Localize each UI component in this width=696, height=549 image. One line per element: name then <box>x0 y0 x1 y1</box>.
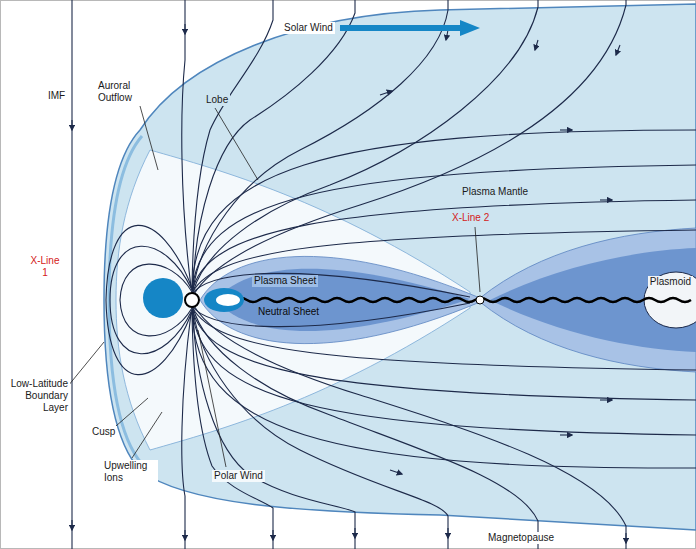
field-arrow <box>71 120 72 130</box>
x-line-label: X-Line 1 <box>26 255 64 279</box>
field-line <box>182 0 191 287</box>
leader-line <box>116 398 148 426</box>
field-arrow <box>71 520 72 530</box>
boundary-label: Magnetopause <box>486 532 556 544</box>
leader-line <box>140 106 158 170</box>
field-line <box>192 165 696 291</box>
region-label: Plasma Sheet <box>252 275 318 287</box>
region-label: Neutral Sheet <box>256 306 321 318</box>
region-label: Lobe <box>204 94 230 106</box>
region-label: Plasma Mantle <box>460 186 530 198</box>
field-arrow <box>560 434 572 435</box>
field-arrow <box>447 528 448 538</box>
field-arrow <box>380 91 392 95</box>
field-arrow <box>600 399 612 400</box>
region-label: Polar Wind <box>212 470 265 482</box>
region-label: Upwelling Ions <box>102 460 158 484</box>
field-arrow <box>354 528 355 538</box>
field-line <box>192 130 696 290</box>
flow-label: Solar Wind <box>282 22 335 34</box>
leader-line <box>132 412 162 458</box>
field-label: IMF <box>46 90 67 102</box>
field-arrow <box>535 40 538 50</box>
field-line <box>192 307 696 370</box>
field-line <box>193 310 448 549</box>
field-line <box>193 308 538 549</box>
region-label: Low-Latitude Boundary Layer <box>2 378 70 414</box>
ring-current-core <box>216 294 240 306</box>
imf-line <box>71 0 72 549</box>
field-line <box>192 0 273 288</box>
field-line <box>194 306 626 549</box>
solar-wind-arrow <box>340 25 462 31</box>
field-line <box>120 264 192 336</box>
field-line <box>194 0 626 294</box>
neutral-sheet <box>235 298 691 302</box>
x-line-point <box>476 296 484 304</box>
field-line <box>192 308 696 400</box>
field-line <box>182 313 191 549</box>
earth <box>185 293 199 307</box>
leader-line <box>68 342 104 386</box>
plasma-sheet-outer <box>200 228 696 372</box>
field-line <box>192 310 696 468</box>
field-arrow <box>616 45 620 55</box>
region-label: Cusp <box>90 426 117 438</box>
field-line <box>192 200 696 292</box>
region-label: Plasmoid <box>648 276 693 288</box>
leader-line <box>198 330 226 467</box>
field-line <box>193 0 355 289</box>
x-line-label: X-Line 2 <box>450 212 491 224</box>
ring-current <box>204 288 244 312</box>
field-line <box>193 0 538 292</box>
field-arrow <box>272 530 273 540</box>
region-label: Auroral Outflow <box>96 80 152 104</box>
field-arrow <box>625 533 626 543</box>
field-arrow <box>390 470 402 474</box>
plasmasphere <box>143 278 183 318</box>
field-arrow <box>600 199 612 200</box>
field-arrow <box>446 30 448 40</box>
field-line <box>106 225 192 374</box>
field-arrow <box>184 530 185 540</box>
field-line <box>192 309 696 435</box>
field-line <box>192 230 696 293</box>
leader-line <box>475 227 480 292</box>
solar-wind-arrowhead <box>460 20 480 36</box>
field-arrow <box>560 129 572 130</box>
plasmoid <box>644 272 696 328</box>
field-arrow <box>184 24 185 34</box>
boundary-layer <box>109 136 142 464</box>
leader-line <box>215 108 258 180</box>
